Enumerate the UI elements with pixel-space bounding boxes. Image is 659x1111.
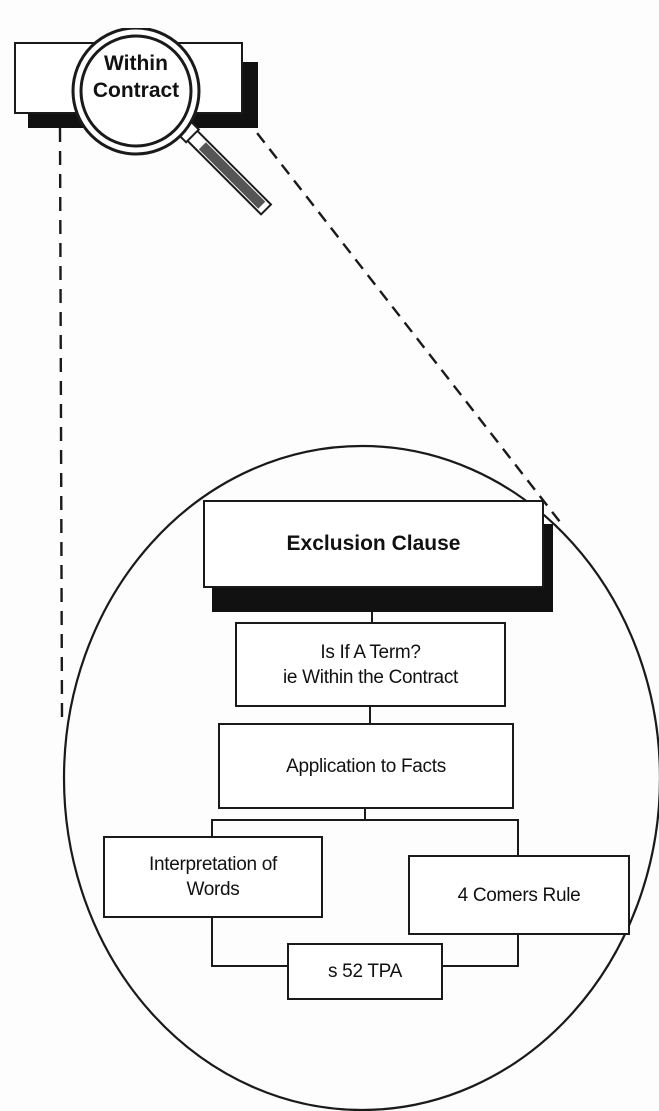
s52-tpa-label: s 52 TPA [328, 961, 402, 982]
connector-branch-bar [211, 819, 519, 855]
is-it-a-term-box: Is If A Term? ie Within the Contract [235, 622, 506, 707]
s52-tpa-box: s 52 TPA [287, 943, 443, 1000]
four-corners-rule-box: 4 Comers Rule [408, 855, 630, 935]
within-contract-label: Within Contract [92, 52, 180, 102]
zoom-circle [62, 444, 659, 1111]
exclusion-clause-label: Exclusion Clause [286, 532, 461, 555]
application-to-facts-label: Application to Facts [286, 755, 446, 777]
dashed-projection-right [207, 69, 561, 523]
interpretation-of-words-label: Interpretation of Words [149, 854, 277, 900]
interpretation-of-words-box: Interpretation of Words [103, 836, 323, 918]
four-corners-rule-label: 4 Comers Rule [457, 884, 581, 906]
is-it-a-term-label: Is If A Term? ie Within the Contract [282, 641, 459, 688]
dashed-projection-left [58, 127, 64, 721]
exclusion-clause-box: Exclusion Clause [203, 500, 544, 588]
application-to-facts-box: Application to Facts [218, 723, 514, 809]
magnifying-glass-icon [71, 28, 273, 216]
